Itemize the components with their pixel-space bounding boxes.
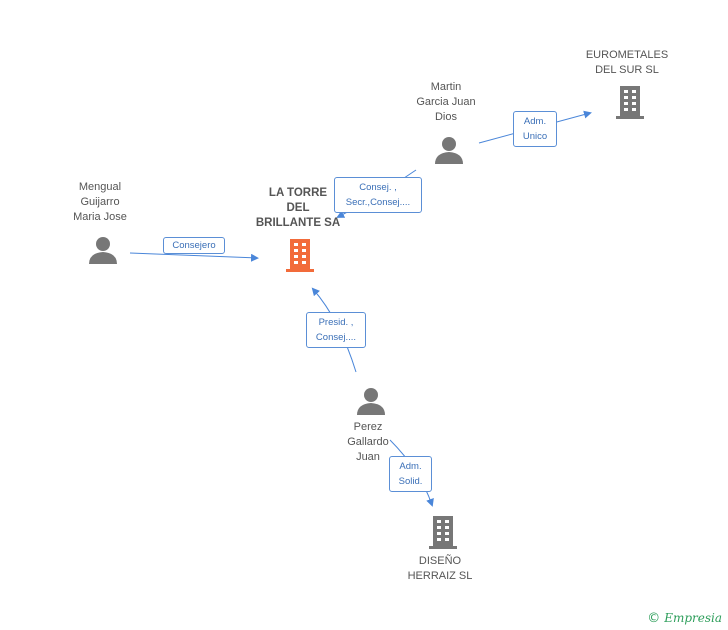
node-label-eurometales[interactable]: EUROMETALES DEL SUR SL <box>585 49 669 76</box>
brand-name: Empresia <box>664 611 722 625</box>
node-label-perez[interactable]: Perez Gallardo Juan <box>347 421 389 463</box>
node-label-diseno[interactable]: DISEÑO HERRAIZ SL <box>407 555 473 582</box>
edge-label-consejero[interactable]: Consejero <box>163 237 225 254</box>
perez-person-icon[interactable] <box>356 387 386 415</box>
edge-label-adm-unico[interactable]: Adm. Unico <box>513 111 557 147</box>
brand-watermark: ©Empresia <box>647 611 722 626</box>
edge-label-presid-consej[interactable]: Presid. , Consej.... <box>306 312 366 348</box>
eurometales-building-icon[interactable] <box>614 84 646 120</box>
martin-person-icon[interactable] <box>434 136 464 164</box>
main-company-building-icon[interactable] <box>284 237 316 273</box>
copyright-icon: © <box>647 611 661 626</box>
edge-line-mengual-main <box>129 252 259 262</box>
node-label-mengual[interactable]: Mengual Guijarro Maria Jose <box>73 181 127 223</box>
edge-label-consej-secr[interactable]: Consej. , Secr.,Consej.... <box>334 177 422 213</box>
edge-label-adm-solid[interactable]: Adm. Solid. <box>389 456 432 492</box>
diseno-building-icon[interactable] <box>427 514 459 550</box>
node-label-main-company[interactable]: LA TORRE DEL BRILLANTE SA <box>255 187 341 229</box>
node-label-martin[interactable]: Martin Garcia Juan Dios <box>416 81 476 123</box>
mengual-person-icon[interactable] <box>88 236 118 264</box>
